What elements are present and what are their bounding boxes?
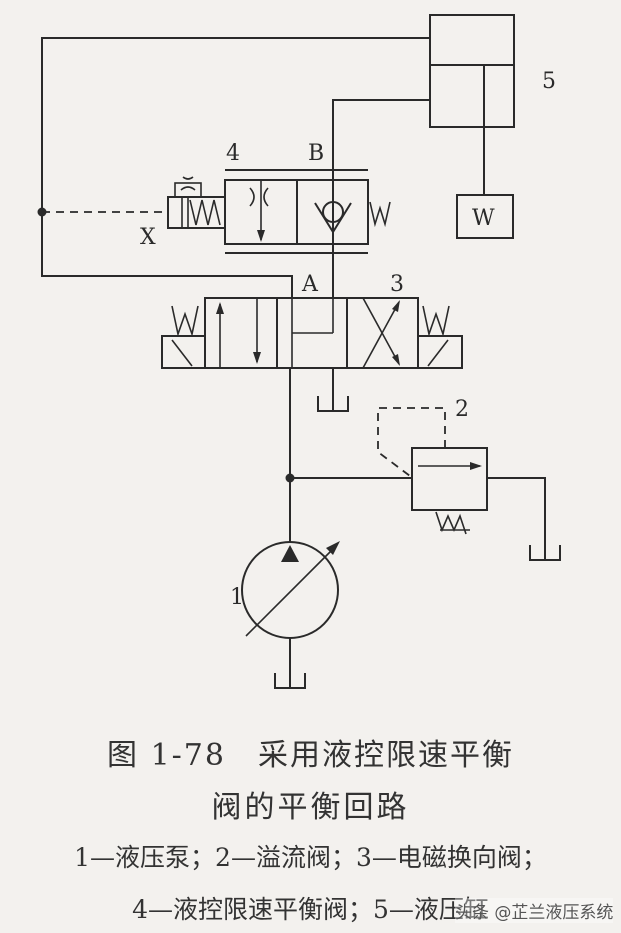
figure-legend-line2: 4—液控限速平衡阀；5—液压缸 xyxy=(132,895,489,924)
relief-valve: 2 xyxy=(377,397,561,561)
pilot-label: X xyxy=(140,225,156,250)
port-a-label: A xyxy=(301,272,319,297)
hydraulic-cylinder: W 5 xyxy=(429,14,556,239)
upper-chamber-line xyxy=(41,37,430,298)
figure-title-line2: 阀的平衡回路 xyxy=(211,790,410,825)
lower-chamber-line xyxy=(332,99,430,298)
hydraulic-pump: 1 xyxy=(230,541,340,689)
tank-icon xyxy=(317,396,349,412)
valve3-label: 3 xyxy=(390,272,404,297)
cylinder-label: 5 xyxy=(542,69,556,94)
tank-icon xyxy=(274,673,306,689)
pump-label: 1 xyxy=(230,585,244,610)
load-box xyxy=(456,194,514,239)
relief-label: 2 xyxy=(455,397,469,422)
solenoid-directional-valve: A 3 xyxy=(161,272,463,369)
valve4-label: 4 xyxy=(226,141,240,166)
pilot-balance-valve: 4 B xyxy=(167,141,391,254)
watermark: 头条 @芷兰液压系统 xyxy=(455,898,614,923)
tank-icon xyxy=(529,545,561,561)
figure-legend: 1—液压泵；2—溢流阀；3—电磁换向阀； xyxy=(74,843,547,872)
hydraulic-circuit-diagram: W 5 X 4 B xyxy=(37,14,561,689)
load-label: W xyxy=(472,206,495,231)
figure-title: 图 1-78 采用液控限速平衡 xyxy=(107,738,514,773)
port-b-label: B xyxy=(308,141,324,166)
